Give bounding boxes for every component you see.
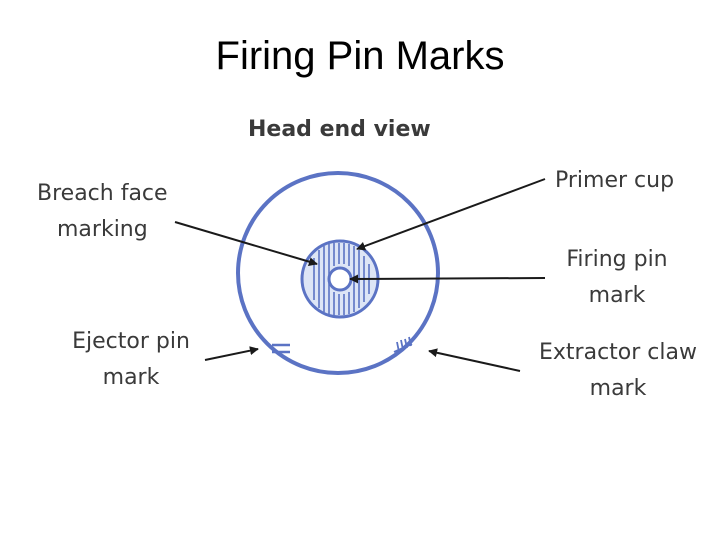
primer-cup-label: Primer cup — [555, 168, 675, 193]
ejector-pin-arrow — [204, 346, 259, 361]
firing-pin-impression — [327, 266, 353, 292]
cartridge-head-rim — [236, 171, 440, 375]
extractor-claw-arrow — [428, 348, 521, 372]
extractor-claw-mark — [393, 336, 413, 353]
ejector-pin-mark — [272, 343, 290, 354]
diagram-heading: Head end view — [248, 117, 431, 142]
slide-title: Firing Pin Marks — [215, 34, 505, 78]
ejector-pin-label: Ejector pin mark — [72, 329, 190, 390]
breach-face-arrow — [174, 221, 318, 267]
firing-pin-label: Firing pin mark — [566, 247, 668, 308]
firing-pin-arrow — [349, 274, 546, 284]
breach-face-label: Breach face marking — [37, 181, 168, 242]
extractor-claw-label: Extractor claw mark — [539, 340, 697, 401]
primer-cup-arrow — [356, 178, 546, 251]
